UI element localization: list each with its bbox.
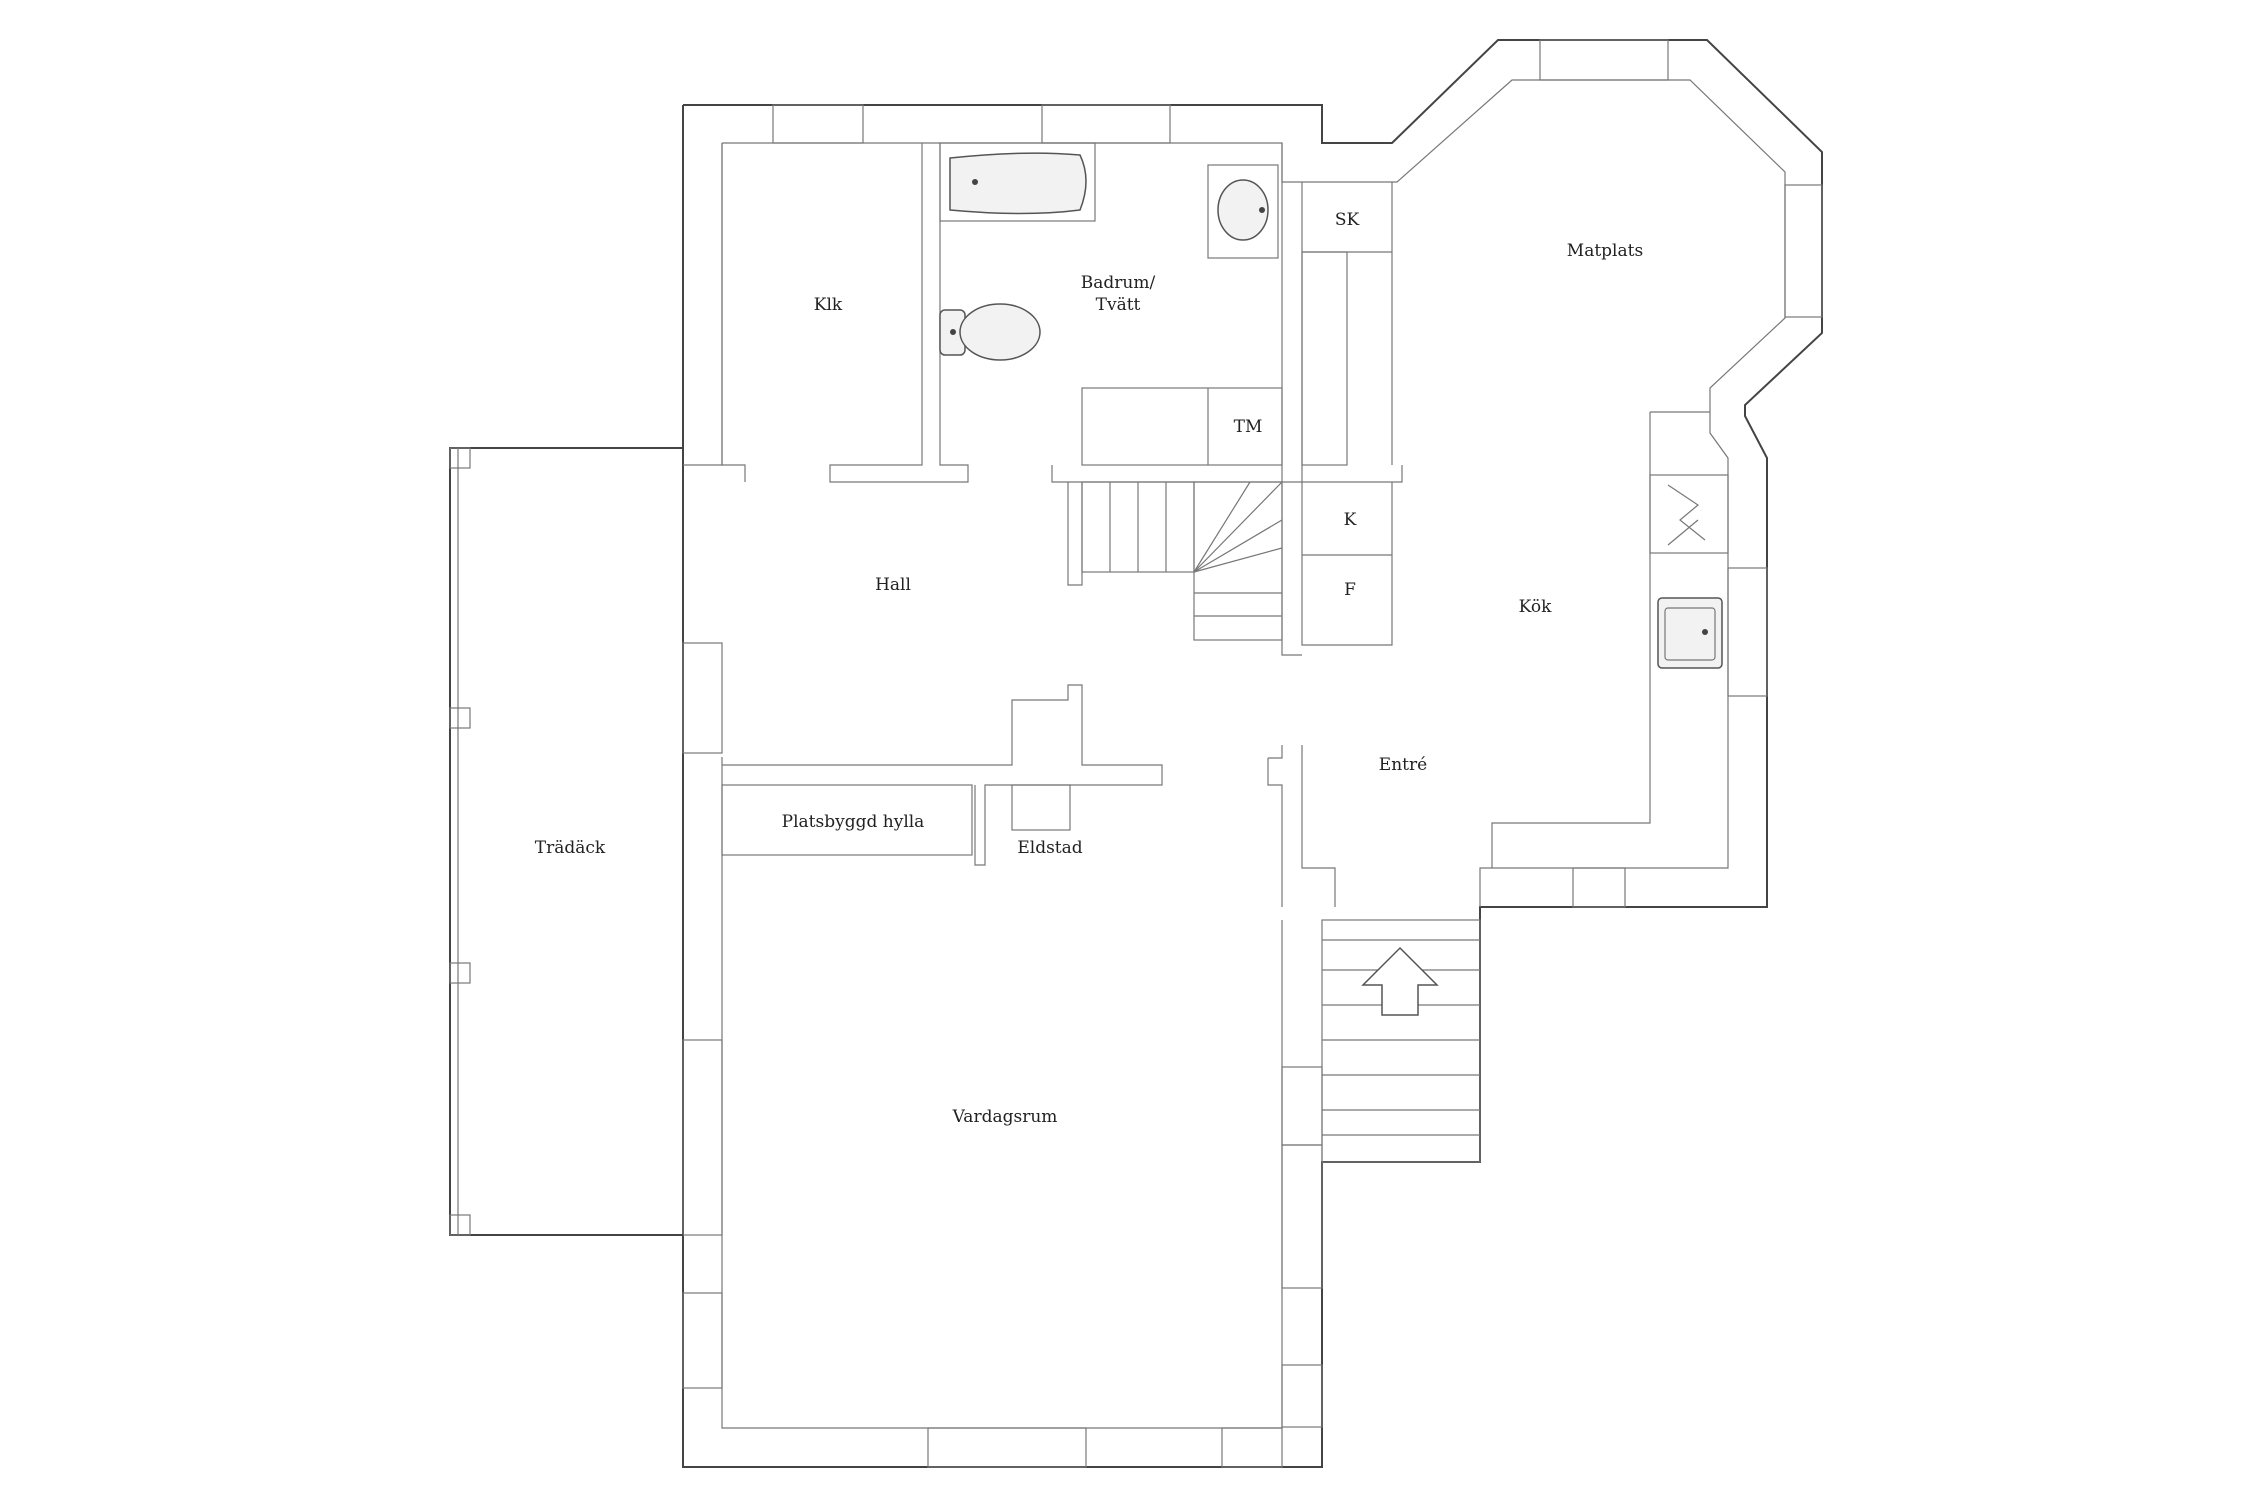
- indoor-stairs: [1067, 481, 1283, 641]
- outer-walls: [682, 39, 1823, 1468]
- label-vardagsrum: Vardagsrum: [952, 1107, 1058, 1127]
- label-entre: Entré: [1379, 755, 1427, 775]
- interior-walls: [721, 143, 1710, 907]
- label-klk: Klk: [814, 295, 843, 315]
- room-labels: Klk Badrum/ Tvätt Matplats SK TM K F Hal…: [535, 210, 1643, 1127]
- label-f: F: [1344, 580, 1356, 600]
- deck-tradack: [449, 447, 683, 1236]
- toilet-icon: [939, 303, 1041, 361]
- kitchen-sink-icon: [1657, 597, 1723, 669]
- label-tm: TM: [1234, 417, 1263, 437]
- label-tradack: Trädäck: [535, 838, 606, 858]
- stove-icon: [1649, 474, 1729, 554]
- label-badrum-2: Tvätt: [1096, 295, 1141, 315]
- label-matplats: Matplats: [1567, 241, 1643, 261]
- label-badrum-1: Badrum/: [1081, 273, 1156, 293]
- label-kok: Kök: [1519, 597, 1552, 617]
- label-hall: Hall: [875, 575, 911, 595]
- entrance-arrow-icon: [1361, 946, 1439, 1016]
- entrance-steps: [1321, 919, 1481, 1163]
- sink-icon: [1207, 164, 1279, 259]
- label-hylla: Platsbyggd hylla: [782, 812, 925, 832]
- label-sk: SK: [1335, 210, 1360, 230]
- label-eldstad: Eldstad: [1017, 838, 1082, 858]
- bathtub-icon: [939, 142, 1096, 222]
- label-k: K: [1344, 510, 1357, 530]
